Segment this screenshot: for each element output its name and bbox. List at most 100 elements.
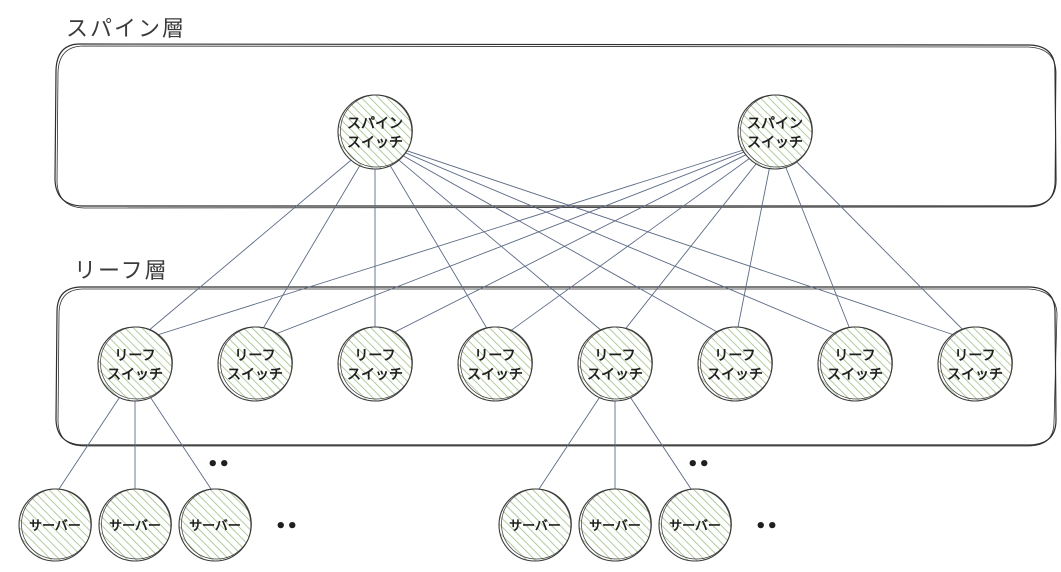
spine-switch-2-label-line1: スパイン: [747, 116, 803, 132]
leaf-switch-2-fill: [218, 327, 292, 401]
server-2-3-ring-sketch: [661, 488, 732, 560]
leaf-switch-4-ring-sketch: [460, 326, 533, 400]
link-spine1-leaf8: [374, 139, 976, 343]
leaf-switch-3-ring-sketch: [340, 326, 413, 400]
leaf-switch-8-ring-sketch: [940, 326, 1013, 400]
link-spine1-leaf1: [134, 139, 376, 343]
server-1-3-fill: [179, 489, 251, 561]
server-1-2[interactable]: サーバー: [98, 488, 172, 562]
leaf-layer-label: リーフ層: [74, 259, 169, 284]
server-1-2-ring-sketch: [101, 488, 172, 560]
link-spine2-leaf6: [734, 139, 776, 343]
server-2-3-label: サーバー: [669, 519, 721, 534]
leaf-switch-1-label-line2: スイッチ: [107, 367, 163, 383]
server-2-2-ring-sketch: [581, 488, 652, 560]
server-2-1[interactable]: サーバー: [498, 488, 572, 562]
server-1-3-ring-sketch: [181, 488, 252, 560]
leaf-switch-4-label-line2: スイッチ: [467, 367, 523, 383]
leaf-layer-box: [55, 286, 1058, 447]
link-spine1-leaf5: [374, 139, 616, 343]
leaf-switch-3-label-line1: リーフ: [354, 348, 395, 364]
server-2-3-fill: [659, 489, 731, 561]
leaf-switch-2-label-line2: スイッチ: [227, 367, 283, 383]
spine-switch-2-fill: [738, 95, 812, 169]
server-1-1[interactable]: サーバー: [18, 488, 92, 562]
spine-switch-1-label-line2: スイッチ: [347, 135, 403, 151]
leaf-switch-3-fill: [338, 327, 412, 401]
spine-switch-1-label-line1: スパイン: [347, 116, 403, 132]
server-2-1-label: サーバー: [509, 519, 561, 534]
link-spine1-leaf7: [374, 139, 856, 343]
branch-ellipsis-2: ••: [687, 454, 710, 475]
server-1-2-label: サーバー: [109, 519, 161, 534]
spine-switch-2-ring-sketch: [740, 94, 813, 168]
leaf-switch-6-label-line1: リーフ: [714, 348, 755, 364]
link-spine1-leaf4: [374, 139, 496, 343]
link-spine2-leaf5: [614, 139, 776, 343]
link-spine2-leaf7: [774, 139, 856, 343]
leaf-switch-5-label-line2: スイッチ: [587, 367, 643, 383]
server-2-3[interactable]: サーバー: [658, 488, 732, 562]
leaf-switch-2-label-line1: リーフ: [234, 348, 275, 364]
link-spine2-leaf4: [494, 139, 776, 343]
server-2-2-fill: [579, 489, 651, 561]
server-2-1-fill: [499, 489, 571, 561]
leaf-switch-1-label-line1: リーフ: [114, 348, 155, 364]
links-group: [54, 139, 976, 496]
server-1-1-label: サーバー: [29, 519, 81, 534]
leaf-switch-7-label-line2: スイッチ: [827, 367, 883, 383]
server-2-2-label: サーバー: [589, 519, 641, 534]
server-2-2[interactable]: サーバー: [578, 488, 652, 562]
leaf-switch-8-label-line2: スイッチ: [947, 367, 1003, 383]
spine-layer-label: スパイン層: [66, 17, 186, 42]
link-spine2-leaf3: [374, 139, 776, 343]
server-1-3[interactable]: サーバー: [178, 488, 252, 562]
leaf-switch-7-label-line1: リーフ: [834, 348, 875, 364]
leaf-switch-5-label-line1: リーフ: [594, 348, 635, 364]
leaf-switch-6-label-line2: スイッチ: [707, 367, 763, 383]
branch-ellipsis-1: ••: [207, 454, 230, 475]
server-1-1-ring-sketch: [21, 488, 92, 560]
leaf-switch-8-fill: [938, 327, 1012, 401]
leaf-switch-6-ring-sketch: [700, 326, 773, 400]
spine-switch-1-ring-sketch: [340, 94, 413, 168]
link-spine2-leaf1: [134, 139, 776, 343]
link-spine1-leaf2: [254, 139, 376, 343]
leaf-switch-4-label-line1: リーフ: [474, 348, 515, 364]
link-spine2-leaf8: [774, 139, 976, 343]
leaf-switch-8-label-line1: リーフ: [954, 348, 995, 364]
row-ellipsis-1: ••: [275, 516, 298, 537]
leaf-switch-5-ring-sketch: [580, 326, 653, 400]
nodes-group: スパインスイッチスパインスイッチリーフスイッチリーフスイッチリーフスイッチリーフ…: [18, 94, 1013, 562]
server-2-1-ring-sketch: [501, 488, 572, 560]
link-spine1-leaf6: [374, 139, 736, 343]
leaf-switch-4-fill: [458, 327, 532, 401]
leaf-switch-2-ring-sketch: [220, 326, 293, 400]
leaf-switch-1-ring-sketch: [100, 326, 173, 400]
leaf-switch-7-fill: [818, 327, 892, 401]
server-1-1-fill: [19, 489, 91, 561]
spine-switch-2-label-line2: スイッチ: [747, 135, 803, 151]
leaf-switch-1-fill: [98, 327, 172, 401]
leaf-switch-5-fill: [578, 327, 652, 401]
spine-switch-1-fill: [338, 95, 412, 169]
row-ellipsis-2: ••: [755, 516, 778, 537]
leaf-switch-6-fill: [698, 327, 772, 401]
server-1-3-label: サーバー: [189, 519, 241, 534]
spine-layer-box: [54, 43, 1057, 209]
leaf-switch-7-ring-sketch: [820, 326, 893, 400]
leaf-switch-3-label-line2: スイッチ: [347, 367, 403, 383]
link-spine2-leaf2: [254, 139, 776, 343]
server-1-2-fill: [99, 489, 171, 561]
